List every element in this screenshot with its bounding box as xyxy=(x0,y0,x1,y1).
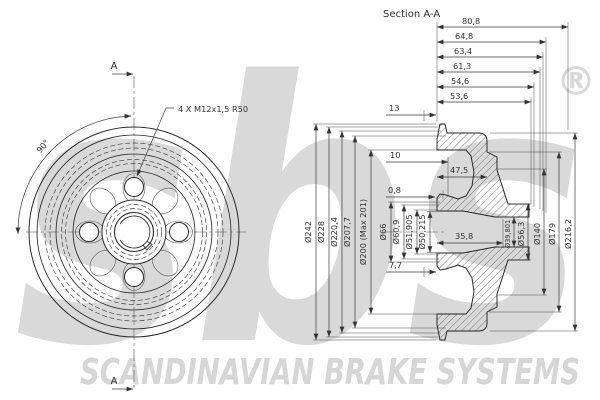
dim-drum-depth: 47,5 xyxy=(450,165,468,175)
registered-trademark-icon: ® xyxy=(556,59,596,105)
watermark: sbs ® SCANDINAVIAN BRAKE SYSTEMS xyxy=(15,6,596,400)
dim-lip: 13 xyxy=(389,103,399,113)
dia-242: Ø242 xyxy=(303,221,313,243)
dia-66: Ø66 xyxy=(378,224,388,241)
dim-band: 10 xyxy=(390,150,400,160)
bolt-pattern-callout: 4 X M12x1,5 R50 xyxy=(136,104,248,177)
dia-50-215: Ø50,215 xyxy=(417,214,427,249)
cut-label-bottom: A xyxy=(111,376,118,387)
dia-228: Ø228 xyxy=(316,221,326,243)
dia-51-905: Ø51,905 xyxy=(404,214,414,249)
watermark-banner: SCANDINAVIAN BRAKE SYSTEMS xyxy=(80,352,580,393)
dim-depth-3: 61,3 xyxy=(453,61,471,71)
section-view: Section A-A 80,8 64,8 63,4 61,3 54,6 53,… xyxy=(303,9,578,341)
dia-200-max: Ø200 (Max 201) xyxy=(358,199,368,265)
right-diameter-dimensions: Ø39,801 Ø56,3 Ø140 Ø179 Ø216,2 xyxy=(489,132,578,332)
left-diameter-dimensions: Ø242 Ø228 Ø220,4 Ø207,7 Ø200 (Max 201) Ø… xyxy=(303,123,446,341)
dim-depth-1: 64,8 xyxy=(455,31,473,41)
dia-39-801: Ø39,801 xyxy=(504,220,512,248)
section-cut-marks: A A xyxy=(111,61,133,392)
dia-216-2: Ø216,2 xyxy=(563,219,573,249)
dia-56-3: Ø56,3 xyxy=(516,222,526,247)
offset-dimensions: 13 10 0,8 7,7 47,5 35,8 xyxy=(386,103,504,277)
dia-179: Ø179 xyxy=(547,223,557,245)
cut-label-top: A xyxy=(111,61,118,72)
cross-section-top xyxy=(436,123,530,218)
dia-220-4: Ø220,4 xyxy=(329,217,339,247)
dia-60-9: Ø60,9 xyxy=(391,220,401,245)
section-title: Section A-A xyxy=(383,9,440,20)
dim-recess: 7,7 xyxy=(389,260,402,270)
dim-depth-5: 53,6 xyxy=(450,91,468,101)
dim-depth-4: 54,6 xyxy=(451,76,469,86)
dim-step: 0,8 xyxy=(388,185,401,195)
dim-depth-0: 80,8 xyxy=(462,16,480,26)
front-view: A A 90° 4 X M12x1,5 R50 xyxy=(15,61,248,392)
dim-depth-2: 63,4 xyxy=(454,46,472,56)
dia-140: Ø140 xyxy=(532,223,542,245)
cross-section-bottom xyxy=(436,246,530,341)
dia-207-7: Ø207,7 xyxy=(342,217,352,247)
hub xyxy=(101,199,167,265)
dim-bore-length: 35,8 xyxy=(455,231,473,241)
bolt-pattern-note: 4 X M12x1,5 R50 xyxy=(178,104,248,114)
keyway-notch xyxy=(142,240,153,251)
